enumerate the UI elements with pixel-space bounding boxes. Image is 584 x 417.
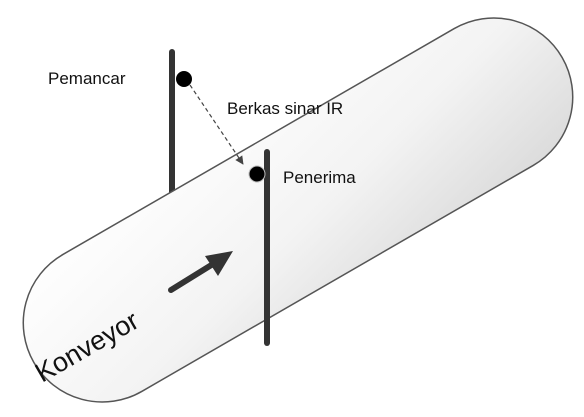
transmitter-label: Pemancar (48, 69, 126, 88)
ir-beam-arrow (189, 84, 244, 165)
receiver-label: Penerima (283, 168, 356, 187)
transmitter-sensor-icon (176, 71, 192, 87)
ir-beam-label: Berkas sinar IR (227, 99, 343, 118)
receiver-sensor-icon (248, 165, 266, 183)
direction-arrow-icon (168, 251, 233, 293)
